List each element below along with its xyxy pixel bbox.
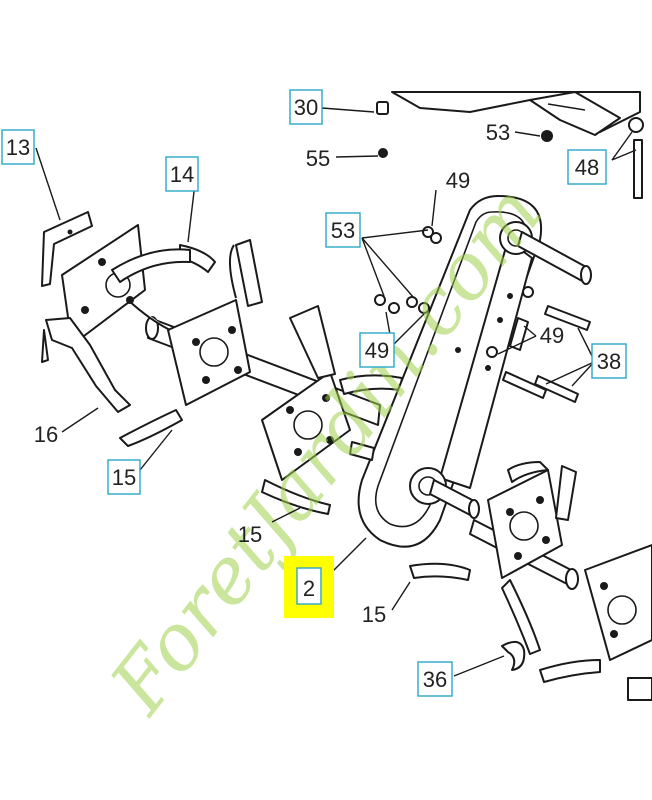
right-tine-assembly — [409, 461, 652, 701]
svg-text:49: 49 — [540, 323, 564, 348]
callout-15-right: 15 — [362, 602, 386, 627]
callout-15-left: 15 — [107, 459, 141, 495]
callout-36: 36 — [417, 661, 453, 697]
svg-text:36: 36 — [423, 667, 447, 692]
upper-housing — [391, 91, 644, 199]
svg-text:49: 49 — [365, 338, 389, 363]
callout-13: 13 — [1, 129, 35, 165]
left-tine-assembly — [41, 211, 403, 515]
callout-16: 16 — [34, 422, 58, 447]
callout-14: 14 — [165, 156, 199, 192]
callout-48: 48 — [567, 149, 607, 185]
callout-30: 30 — [289, 89, 323, 125]
svg-text:15: 15 — [362, 602, 386, 627]
svg-text:15: 15 — [238, 522, 262, 547]
callout-53-left: 53 — [325, 212, 361, 248]
callout-2-highlighted: 2 — [284, 556, 334, 618]
clip-36 — [501, 640, 526, 671]
svg-text:13: 13 — [6, 135, 30, 160]
svg-text:53: 53 — [331, 218, 355, 243]
callout-38: 38 — [591, 343, 627, 379]
svg-text:55: 55 — [306, 146, 330, 171]
callout-49-right: 49 — [540, 323, 564, 348]
svg-text:14: 14 — [170, 162, 194, 187]
svg-text:38: 38 — [597, 349, 621, 374]
svg-text:48: 48 — [575, 155, 599, 180]
svg-text:53: 53 — [486, 120, 510, 145]
nut-53-top — [541, 130, 553, 142]
leader-lines — [35, 107, 637, 677]
svg-text:16: 16 — [34, 422, 58, 447]
bolts-38 — [502, 305, 591, 403]
callout-49-left: 49 — [359, 332, 395, 368]
callout-53-top: 53 — [486, 120, 510, 145]
chain-case — [349, 195, 592, 548]
callout-55: 55 — [306, 146, 330, 171]
svg-text:15: 15 — [112, 465, 136, 490]
svg-text:49: 49 — [446, 168, 470, 193]
callout-49-top: 49 — [446, 168, 470, 193]
bolts-49-53 — [374, 226, 534, 358]
svg-text:2: 2 — [303, 576, 315, 601]
callout-15-center: 15 — [238, 522, 262, 547]
svg-text:30: 30 — [294, 95, 318, 120]
nut-30 — [376, 101, 389, 115]
nut-55 — [378, 148, 388, 158]
